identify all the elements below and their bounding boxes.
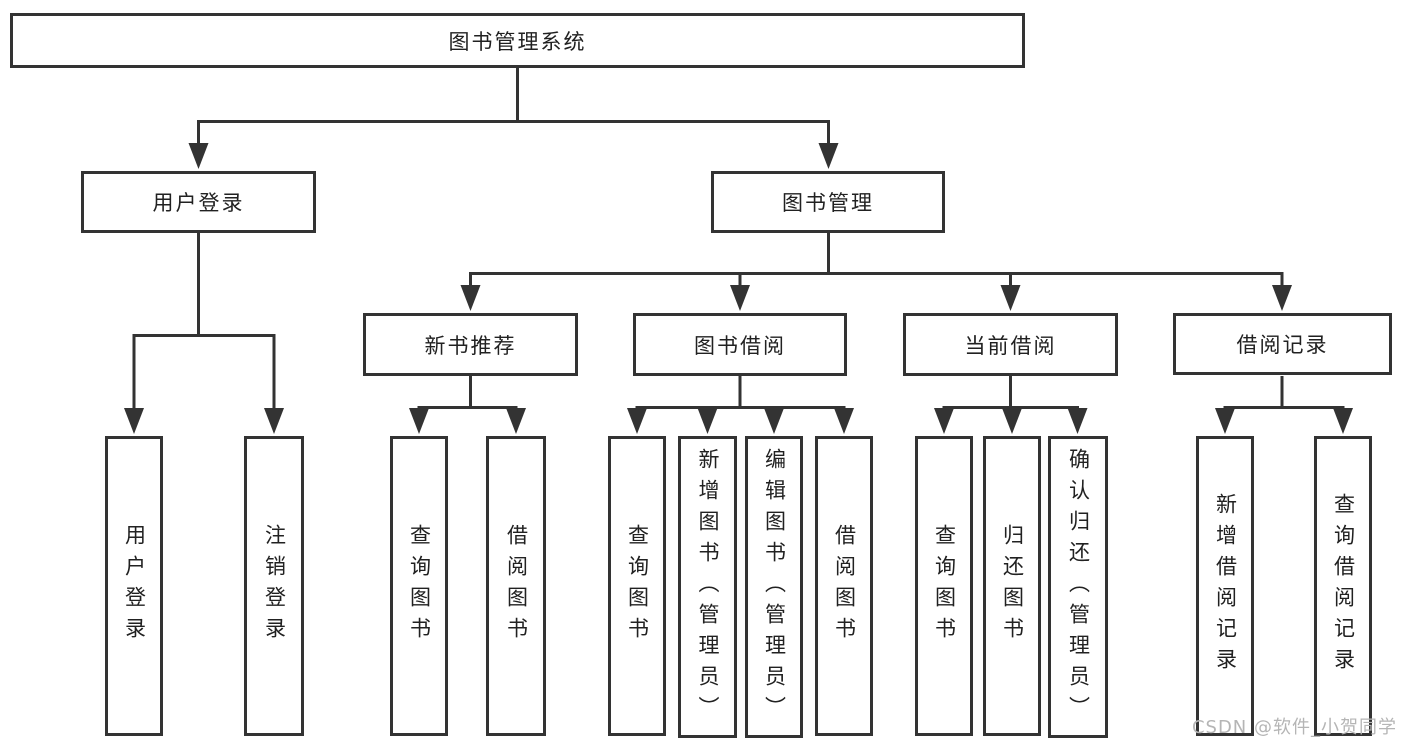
arrowhead (764, 408, 784, 434)
arrowhead (697, 408, 718, 434)
node-user-login: 用户登录 (81, 171, 316, 233)
leaf-borrow-books: 借阅图书 (815, 436, 873, 736)
arrowhead (627, 408, 647, 434)
leaf-add-book-admin: 新增图书（管理员） (678, 436, 737, 738)
node-borrow-records: 借阅记录 (1173, 313, 1392, 375)
leaf-logout: 注销登录 (244, 436, 304, 736)
arrowhead (1333, 408, 1353, 434)
node-label: 借阅图书 (504, 524, 529, 648)
node-label: 归还图书 (1000, 524, 1025, 648)
connector-mgmt (469, 233, 1284, 288)
node-current-borrow: 当前借阅 (903, 313, 1118, 376)
node-label: 当前借阅 (964, 333, 1057, 358)
arrowhead (1272, 285, 1292, 311)
node-label: 查询图书 (932, 524, 957, 648)
watermark: CSDN @软件_小贺同学 (1191, 717, 1397, 738)
node-label: 注销登录 (262, 524, 287, 648)
arrowhead (264, 408, 284, 434)
arrowhead (1002, 408, 1022, 434)
leaf-add-borrow-record: 新增借阅记录 (1196, 436, 1254, 736)
node-label: 用户登录 (122, 524, 147, 648)
node-label: 图书管理系统 (448, 29, 587, 54)
connector-login (132, 233, 276, 410)
node-label: 新增图书（管理员） (696, 447, 720, 727)
node-label: 用户登录 (152, 191, 245, 215)
node-book-borrow: 图书借阅 (633, 313, 847, 376)
node-label: 编辑图书（管理员） (762, 447, 787, 727)
connector-borrow (635, 376, 846, 412)
arrowheads (124, 143, 1353, 434)
node-book-management: 图书管理 (711, 171, 945, 233)
arrowhead (188, 143, 209, 169)
arrowhead (818, 143, 839, 169)
leaf-confirm-return-admin: 确认归还（管理员） (1048, 436, 1108, 738)
node-label: 查询借阅记录 (1331, 493, 1356, 679)
leaf-query-books-current: 查询图书 (915, 436, 973, 736)
arrowhead (730, 285, 750, 311)
leaf-edit-book-admin: 编辑图书（管理员） (745, 436, 803, 738)
node-label: 查询图书 (407, 524, 432, 648)
node-label: 图书管理 (782, 191, 874, 215)
leaf-return-books: 归还图书 (983, 436, 1041, 736)
node-label: 图书借阅 (694, 333, 786, 358)
leaf-query-borrow-record: 查询借阅记录 (1314, 436, 1372, 736)
node-label: 新增借阅记录 (1213, 493, 1238, 679)
arrowhead (834, 408, 854, 434)
node-new-book-recommend: 新书推荐 (363, 313, 578, 376)
arrowhead (1215, 408, 1235, 434)
arrowhead (124, 408, 144, 434)
leaf-user-login: 用户登录 (105, 436, 163, 736)
node-label: 确认归还（管理员） (1066, 447, 1091, 727)
connector-records (1223, 376, 1345, 412)
arrowhead (934, 408, 954, 434)
arrowhead (1067, 408, 1088, 434)
connector-recommend (417, 376, 518, 412)
arrowhead (460, 285, 481, 311)
node-label: 查询图书 (625, 524, 650, 648)
node-library-system: 图书管理系统 (10, 13, 1025, 68)
node-label: 借阅记录 (1236, 333, 1329, 357)
connector-current (942, 376, 1079, 412)
leaf-query-books-borrow: 查询图书 (608, 436, 666, 736)
leaf-query-books-recommend: 查询图书 (390, 436, 448, 736)
connector-root (197, 68, 830, 145)
node-label: 借阅图书 (832, 524, 857, 648)
arrowhead (1000, 285, 1021, 311)
arrowhead (506, 408, 526, 434)
leaf-borrow-books-recommend: 借阅图书 (486, 436, 546, 736)
arrowhead (409, 408, 429, 434)
node-label: 新书推荐 (424, 333, 517, 358)
